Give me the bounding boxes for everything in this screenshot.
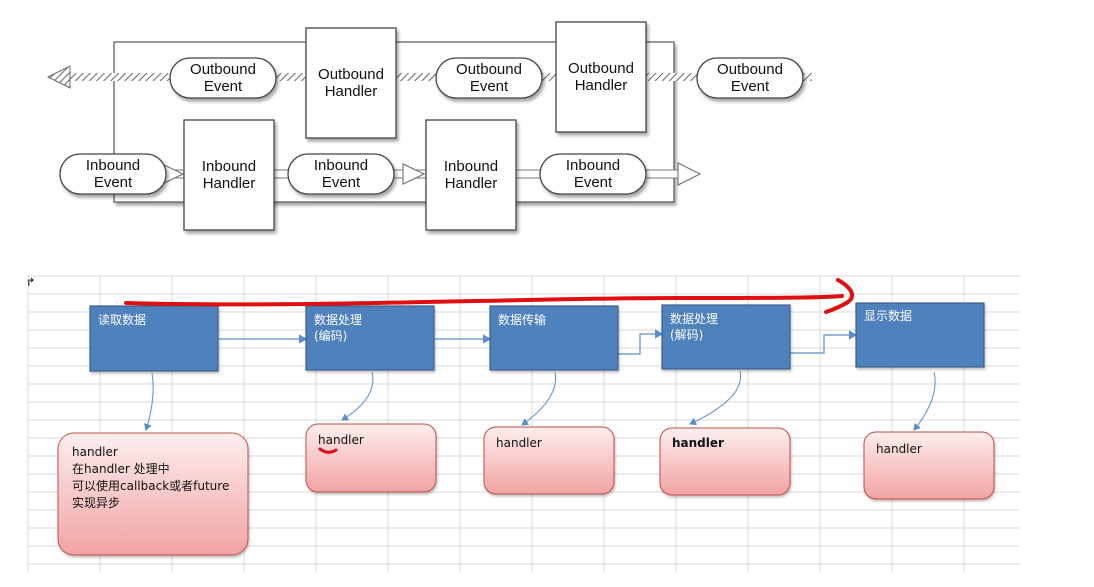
stage-label-display: 显示数据 [864, 309, 913, 323]
outbound-arrow-head [46, 65, 71, 89]
stage-label-read: 读取数据 [98, 313, 147, 327]
outbound-event-label: Outbound Event [456, 61, 522, 95]
red-arrow-head [824, 278, 855, 314]
inbound-handler-label: Inbound Handler [201, 158, 257, 192]
inbound-event-pill [287, 153, 395, 195]
red-flow-stroke [124, 294, 844, 307]
inbound-handler-box [425, 119, 517, 231]
handler-note-text: handler [496, 436, 542, 450]
outbound-handler-box [555, 21, 647, 133]
stage-connector [790, 330, 858, 354]
handler-note-text: handler [876, 442, 922, 456]
outbound-handler-label: Outbound Handler [568, 60, 634, 94]
inbound-handler-box [183, 119, 275, 231]
inbound-event-pill [59, 153, 167, 195]
stage-label-transfer: 数据传输 [498, 313, 547, 327]
outbound-handler-box [305, 27, 397, 139]
inbound-event-label: Inbound Event [85, 157, 141, 191]
handler-link [689, 370, 742, 426]
inbound-arrow-2 [402, 163, 426, 185]
outbound-event-pill [696, 57, 804, 99]
handler-link [521, 371, 557, 426]
handler-link [143, 372, 154, 431]
outbound-event-pill [169, 57, 277, 99]
handler-note-text: handler [672, 436, 724, 450]
cell-marker-icon: ↱ [26, 276, 35, 289]
inbound-event-label: Inbound Event [313, 157, 369, 191]
outbound-handler-label: Outbound Handler [318, 66, 384, 100]
stage-label-encode: 数据处理 (编码) [314, 313, 363, 343]
handler-note-text: handler 在handler 处理中 可以使用callback或者futur… [72, 445, 230, 510]
inbound-handler-label: Inbound Handler [443, 158, 499, 192]
outbound-event-label: Outbound Event [190, 61, 256, 95]
outbound-event-label: Outbound Event [717, 61, 783, 95]
outbound-event-pill [435, 57, 543, 99]
inbound-event-label: Inbound Event [565, 157, 621, 191]
red-underline-mark [318, 447, 338, 454]
handler-link [913, 371, 936, 431]
handler-note-text: handler [318, 433, 364, 447]
stage-label-decode: 数据处理 (解码) [670, 312, 719, 342]
inbound-arrow-head [677, 162, 702, 186]
stage-connector [618, 329, 664, 355]
handler-link [341, 371, 374, 421]
inbound-event-pill [539, 153, 647, 195]
pipeline-diagram [46, 21, 812, 231]
